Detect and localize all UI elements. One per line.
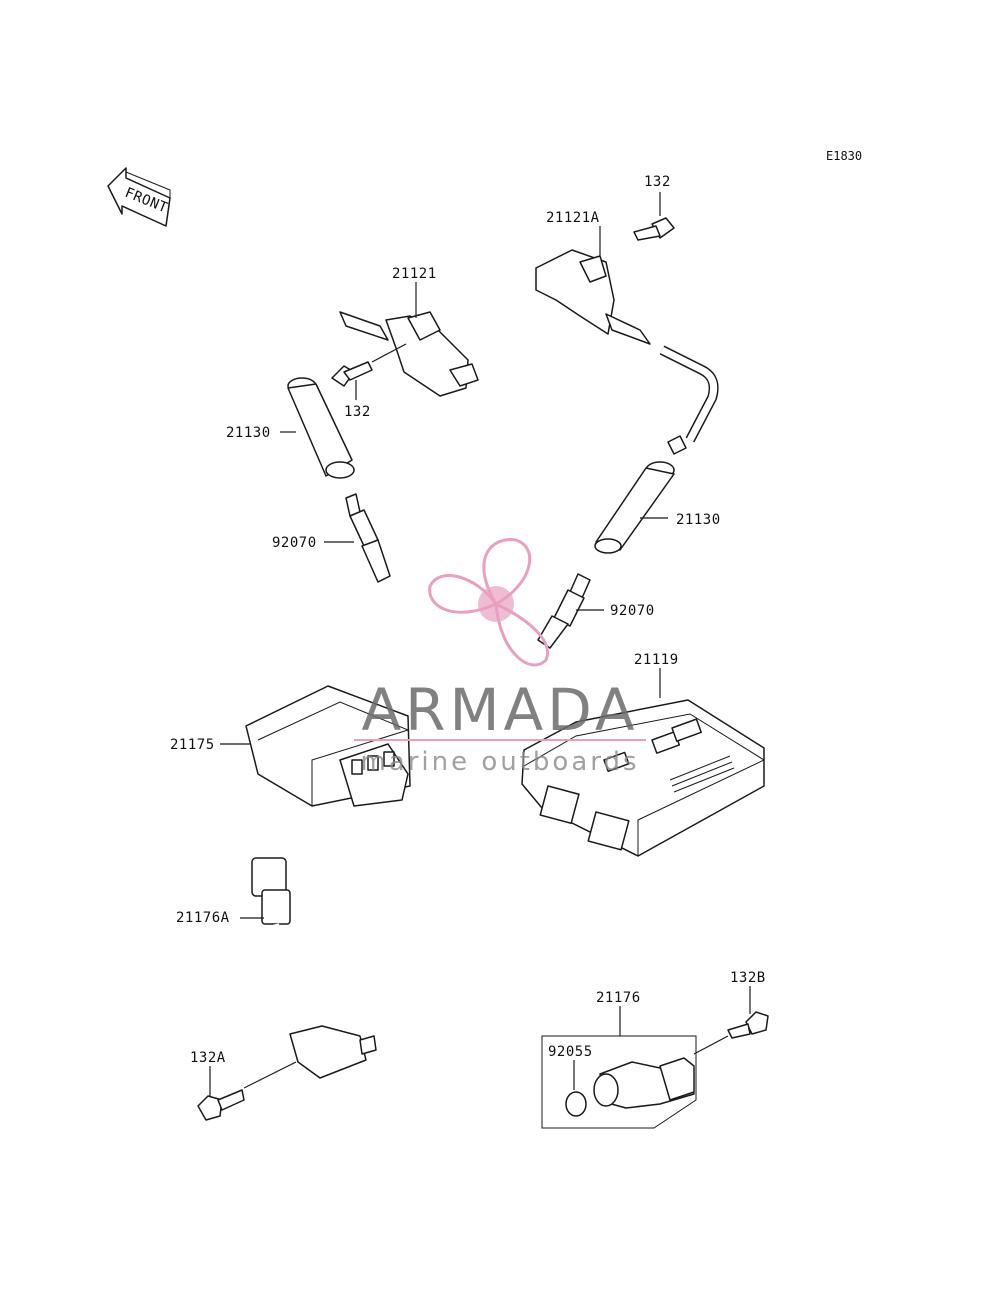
diagram-code: E1830 bbox=[826, 149, 862, 163]
watermark-tagline: marine outboards bbox=[360, 747, 639, 777]
ignition-coil-left bbox=[268, 282, 479, 397]
label-21176: 21176 bbox=[596, 990, 641, 1006]
spark-plug-left bbox=[345, 493, 391, 583]
label-21121a: 21121A bbox=[546, 210, 600, 226]
watermark: ARMADA marine outboards bbox=[354, 538, 646, 777]
label-21176a: 21176A bbox=[176, 910, 230, 926]
plug-cap-left bbox=[287, 377, 355, 479]
propeller-logo-icon bbox=[428, 538, 549, 667]
label-21121: 21121 bbox=[392, 266, 437, 282]
module-21175 bbox=[245, 685, 411, 807]
bolt-132-top bbox=[633, 217, 675, 241]
label-132-top: 132 bbox=[644, 174, 671, 190]
label-132-mid: 132 bbox=[344, 404, 371, 420]
watermark-brand: ARMADA bbox=[361, 676, 638, 744]
label-21130-left: 21130 bbox=[226, 425, 271, 441]
sensor-21176a bbox=[251, 857, 377, 1079]
bolt-132b bbox=[727, 1011, 769, 1039]
sensor-21176 bbox=[541, 1035, 697, 1129]
plug-cap-right bbox=[594, 461, 675, 554]
label-92070-left: 92070 bbox=[272, 535, 317, 551]
label-21119: 21119 bbox=[634, 652, 679, 668]
label-132a: 132A bbox=[190, 1050, 226, 1066]
label-21130-right: 21130 bbox=[676, 512, 721, 528]
spark-plug-right bbox=[537, 573, 591, 649]
leader-lines bbox=[209, 192, 751, 1096]
label-132b: 132B bbox=[730, 970, 766, 986]
ignition-coil-right bbox=[535, 249, 719, 455]
bolt-132-left bbox=[331, 361, 373, 387]
bolt-132a bbox=[197, 1089, 245, 1121]
label-92055: 92055 bbox=[548, 1044, 593, 1060]
label-21175: 21175 bbox=[170, 737, 215, 753]
label-92070-right: 92070 bbox=[610, 603, 655, 619]
front-arrow-icon: FRONT bbox=[107, 167, 171, 227]
